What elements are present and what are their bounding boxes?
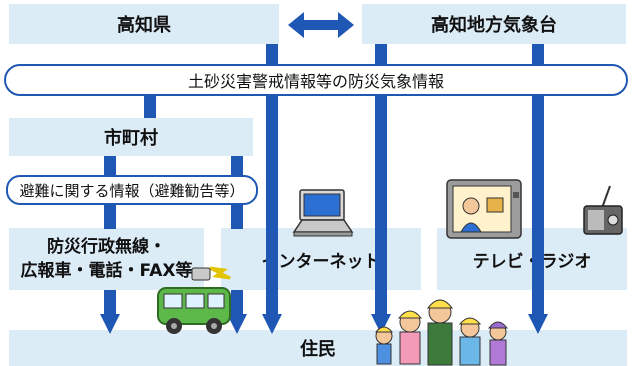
evacuation-info-label: 避難に関する情報（避難勧告等） (19, 181, 245, 200)
arrow-down-met-1 (375, 44, 387, 66)
arrow-evac-to-admin (104, 205, 116, 229)
arrow-down-pref-1 (266, 44, 278, 66)
weather-info-label: 土砂災害警戒情報等の防災気象情報 (187, 72, 444, 91)
arrow-down-to-evacuation-2 (231, 156, 243, 176)
admin-radio-label-1: 防災行政無線・ (47, 237, 166, 257)
arrow-admin-to-residents (100, 290, 120, 334)
admin-radio-label-2: 広報車・電話・FAX等 (20, 261, 193, 281)
arrow-down-to-evacuation (104, 156, 116, 176)
residents-box: 住民 (9, 330, 627, 366)
residents-group-illustration (374, 299, 509, 366)
internet-label: インターネット (261, 251, 381, 272)
weather-info-bar: 土砂災害警戒情報等の防災気象情報 (4, 64, 628, 96)
prefecture-box: 高知県 (9, 4, 279, 44)
arrow-met-to-tv-residents (528, 96, 548, 334)
arrow-pref-to-residents (262, 96, 282, 334)
municipality-box: 市町村 (9, 118, 253, 156)
internet-box: インターネット (221, 228, 421, 290)
residents-label: 住民 (300, 339, 336, 360)
arrow-internet-to-residents (227, 290, 247, 334)
prefecture-label: 高知県 (117, 15, 171, 36)
arrow-met-to-residents (371, 96, 391, 334)
met-office-label: 高知地方気象台 (431, 15, 557, 36)
broadcast-car-icon (157, 266, 231, 334)
radio-icon (583, 185, 623, 235)
tv-radio-label: テレビ・ラジオ (472, 251, 592, 272)
laptop-icon (292, 189, 354, 237)
arrow-down-to-municipality (144, 96, 156, 118)
admin-radio-box: 防災行政無線・ 広報車・電話・FAX等 (9, 228, 204, 290)
met-office-box: 高知地方気象台 (362, 4, 626, 44)
bidirectional-arrow (288, 12, 354, 38)
municipality-label: 市町村 (104, 128, 158, 149)
evacuation-info-pill: 避難に関する情報（避難勧告等） (6, 175, 258, 205)
arrow-down-met-2 (532, 44, 544, 66)
arrow-evac-to-internet (231, 205, 243, 229)
tv-icon (446, 179, 522, 239)
